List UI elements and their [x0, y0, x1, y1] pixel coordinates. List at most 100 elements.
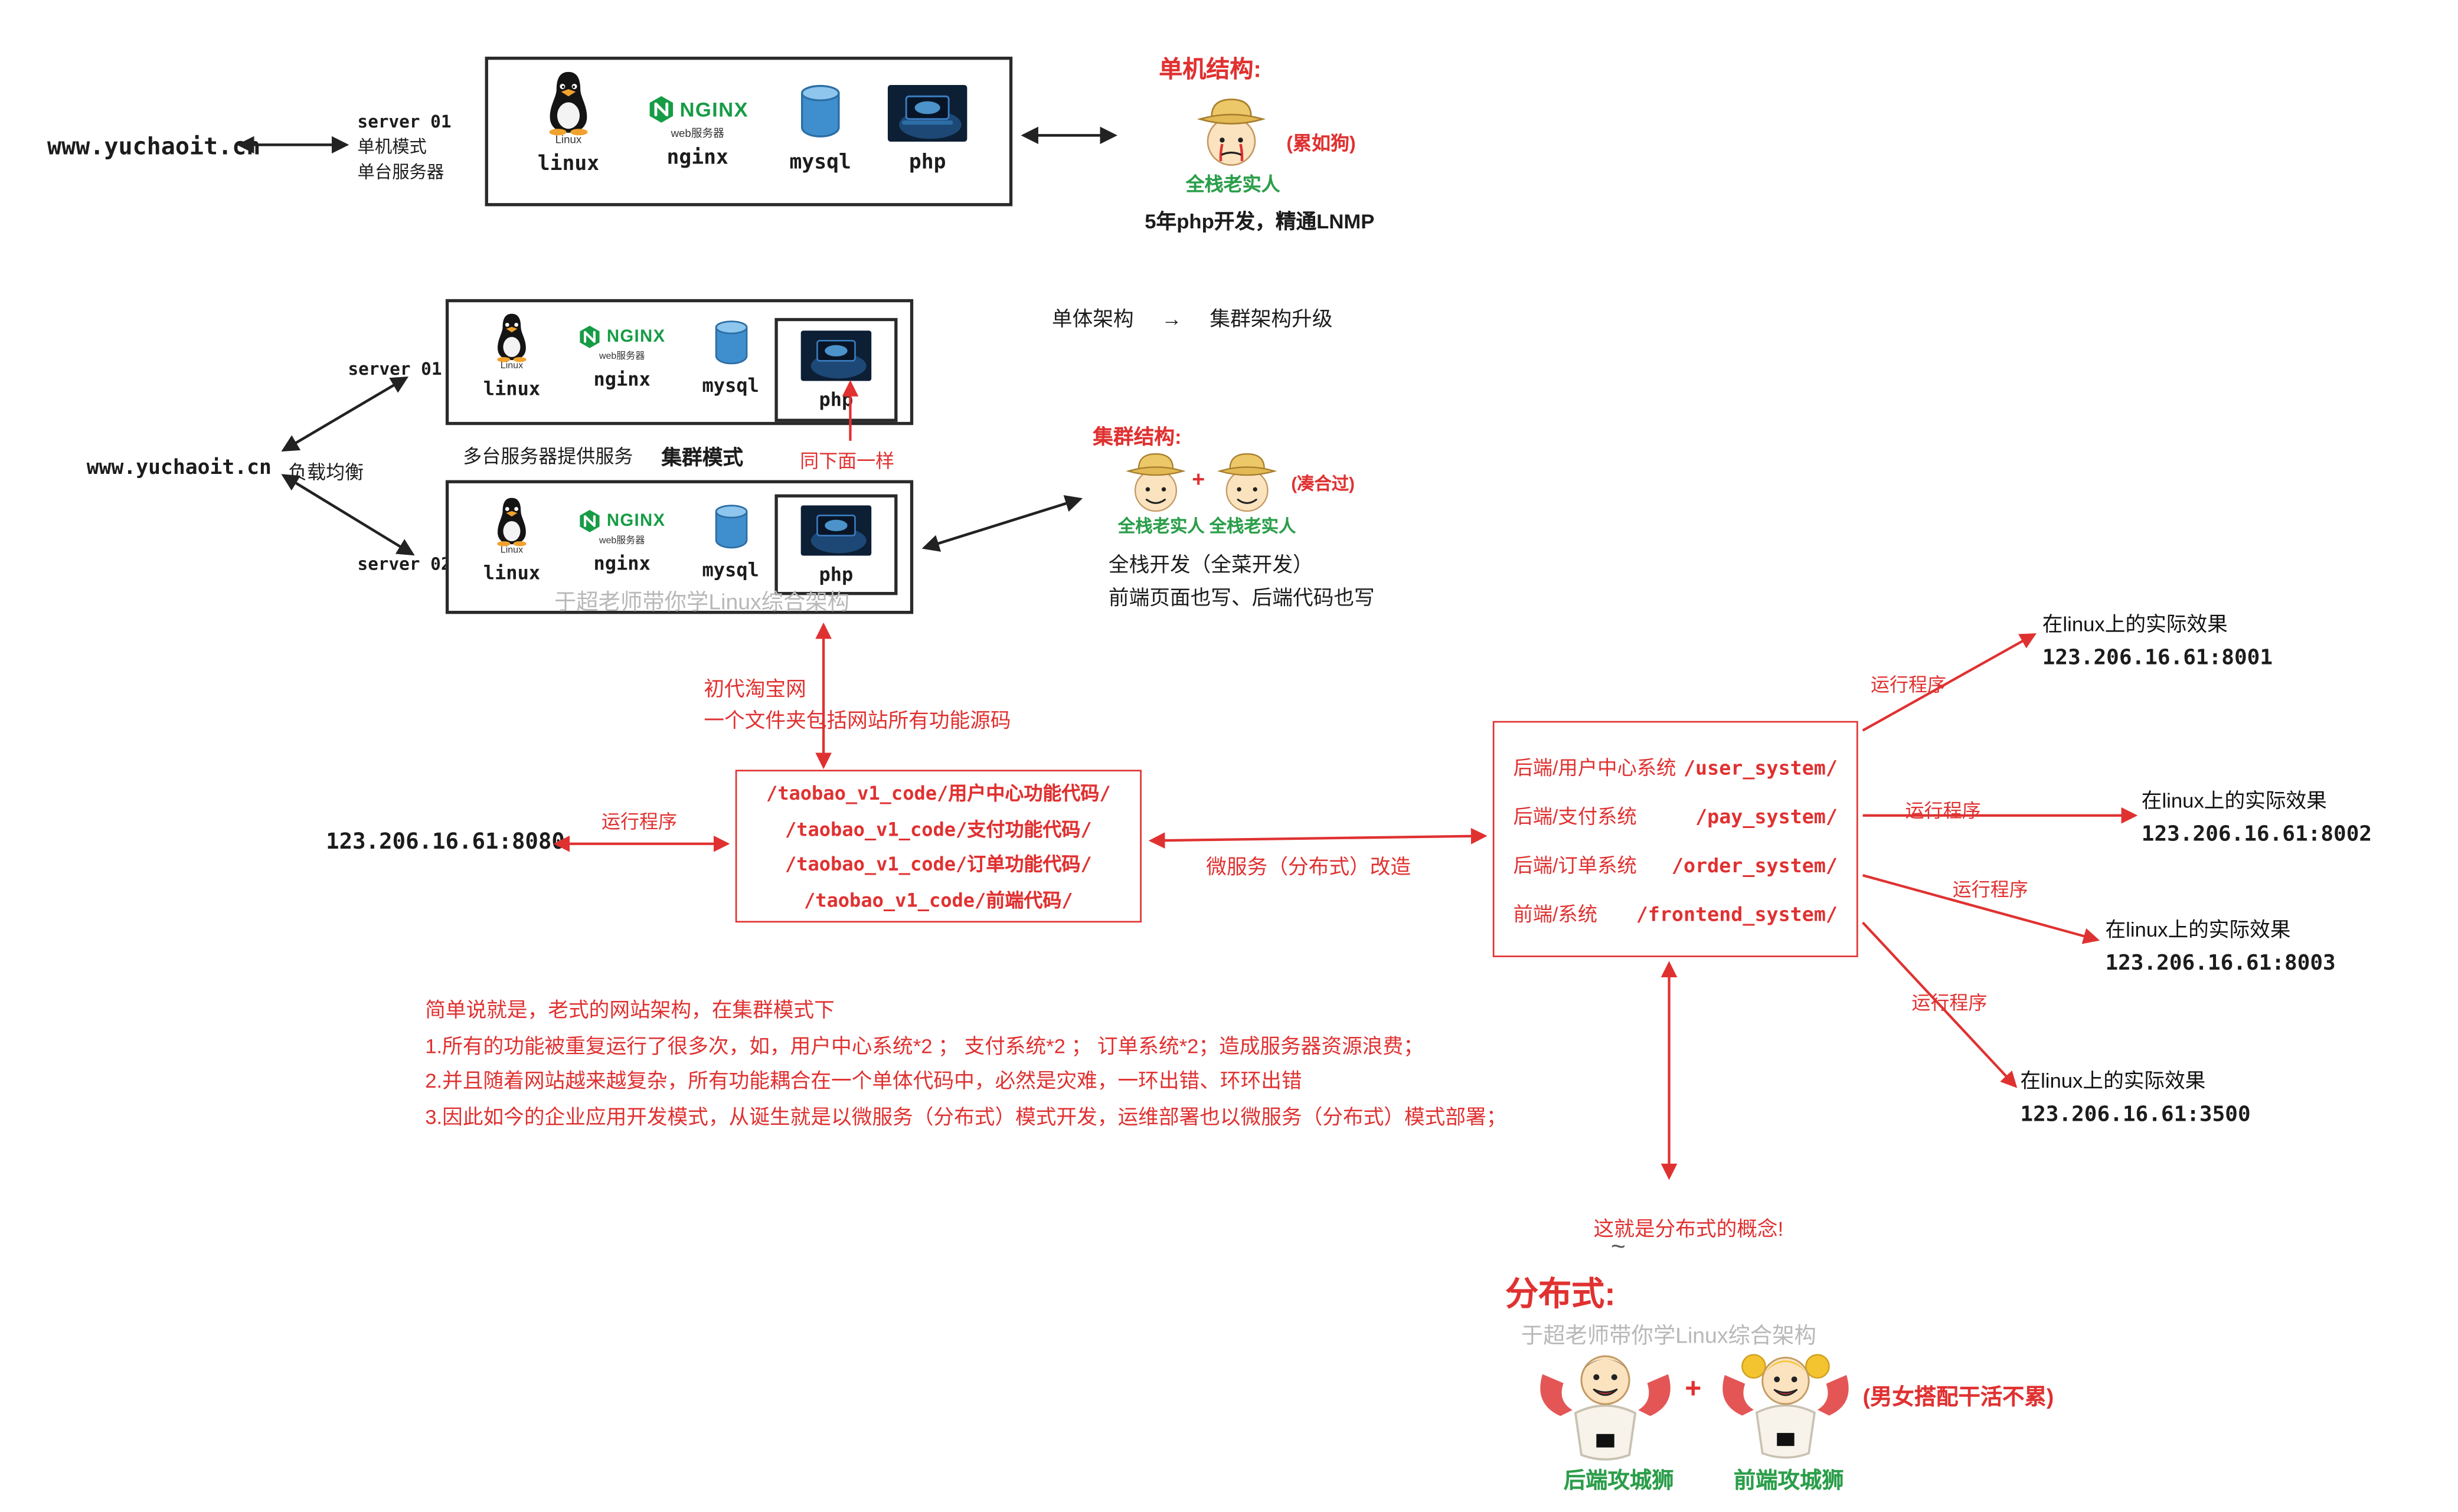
tired-note: (累如狗) — [1286, 132, 1356, 155]
micro-row-pay: 后端/支付系统 /pay_system/ — [1513, 800, 1838, 830]
load-balance-label: 负载均衡 — [288, 461, 364, 483]
cluster-domain: www.yuchaoit.cn — [86, 456, 272, 480]
result-ip: 123.206.16.61:8001 — [2042, 645, 2273, 671]
php-label: php — [819, 562, 854, 585]
summary-line-1: 简单说就是，老式的网站架构，在集群模式下 — [425, 998, 835, 1022]
fullstack-meme-2 — [1212, 447, 1282, 526]
arrow-lb-server2 — [281, 474, 415, 556]
run-label-8002: 运行程序 — [1905, 800, 1981, 822]
squiggle: ~ — [1610, 1234, 1626, 1261]
linux-label: linux — [537, 153, 600, 177]
result-caption: 在linux上的实际效果 — [2020, 1069, 2206, 1093]
result-caption: 在linux上的实际效果 — [2141, 788, 2327, 813]
nginx-logo-text: NGINX — [606, 511, 666, 531]
micro-path: /frontend_system/ — [1636, 902, 1838, 926]
frontend-engineer-meme — [1713, 1338, 1858, 1472]
fullstack-meme-1 — [1121, 447, 1190, 526]
php-sub-box-2: php — [774, 494, 898, 595]
single-count-label: 单台服务器 — [357, 163, 444, 183]
code-line-user: /taobao_v1_code/用户中心功能代码/ — [766, 783, 1111, 806]
result-8002: 在linux上的实际效果 123.206.16.61:8002 — [2142, 784, 2372, 847]
single-server-box: Linux linux NGINX web服务器 nginx mysql — [485, 57, 1013, 207]
micro-row-user: 后端/用户中心系统 /user_system/ — [1513, 751, 1838, 781]
cluster-desc2: 前端页面也写、后端代码也写 — [1108, 585, 1375, 610]
straw-hat-face-icon — [1126, 453, 1186, 512]
micro-name: 后端/用户中心系统 — [1513, 757, 1676, 780]
stack-item-linux: Linux linux — [468, 496, 555, 584]
muscle-meme-frontend-icon — [1722, 1354, 1849, 1459]
refactor-label: 微服务（分布式）改造 — [1206, 855, 1411, 879]
run-label-8001: 运行程序 — [1870, 673, 1947, 696]
single-desc: 5年php开发，精通LNMP — [1145, 209, 1375, 233]
linux-tux-icon — [497, 498, 527, 546]
watermark-middle: 于超老师带你学Linux综合架构 — [554, 588, 850, 614]
result-caption: 在linux上的实际效果 — [2042, 612, 2228, 636]
pairing-note: (男女搭配干活不累) — [1862, 1383, 2054, 1409]
stack-item-mysql: mysql — [778, 82, 863, 175]
micro-path: /user_system/ — [1683, 755, 1838, 780]
run-label-3500: 运行程序 — [1911, 991, 1988, 1014]
code-line-order: /taobao_v1_code/订单功能代码/ — [785, 853, 1092, 876]
summary-line-2: 1.所有的功能被重复运行了很多次，如，用户中心系统*2 ； 支付系统*2 ； 订… — [425, 1033, 1424, 1058]
micro-row-order: 后端/订单系统 /order_system/ — [1513, 849, 1838, 879]
makeshift-note: (凑合过) — [1291, 475, 1355, 495]
cluster-server2-label: server 02 — [357, 554, 452, 575]
php-icon — [887, 85, 967, 142]
php-sub-box-1: php — [774, 318, 898, 422]
mysql-icon — [714, 320, 747, 365]
upgrade-arrow-glyph: → — [1161, 307, 1182, 331]
php-icon — [800, 329, 872, 381]
upgrade-from: 单体架构 — [1051, 307, 1134, 331]
stack-item-linux: Linux linux — [519, 69, 617, 177]
cluster-person1-label: 全栈老实人 — [1117, 518, 1205, 537]
run-label-8003: 运行程序 — [1952, 878, 2028, 901]
cluster-desc1: 全栈开发（全菜开发） — [1108, 552, 1313, 577]
result-3500: 在linux上的实际效果 123.206.16.61:3500 — [2020, 1064, 2250, 1127]
result-ip: 123.206.16.61:3500 — [2020, 1102, 2251, 1127]
php-label: php — [819, 388, 854, 410]
stack-item-linux: Linux linux — [468, 312, 555, 400]
cluster-server1-label: server 01 — [348, 359, 442, 379]
result-ip: 123.206.16.61:8002 — [2141, 822, 2372, 847]
cluster-structure-title: 集群结构: — [1093, 425, 1182, 449]
arrow-lb-server1 — [281, 376, 409, 452]
same-as-below-label: 同下面一样 — [800, 450, 895, 473]
nginx-logo-text: NGINX — [606, 327, 666, 346]
nginx-label: nginx — [593, 552, 651, 575]
mysql-label: mysql — [702, 558, 759, 581]
stack-item-php: php — [875, 85, 979, 175]
single-domain: www.yuchaoit.cn — [47, 132, 261, 161]
nginx-webserver-note: web服务器 — [599, 352, 645, 362]
arrow-cluster-box-meme — [921, 495, 1083, 552]
mysql-label: mysql — [702, 374, 759, 397]
stack-item-nginx: NGINX web服务器 nginx — [566, 509, 679, 575]
watermark-bottom: 于超老师带你学Linux综合架构 — [1521, 1322, 1816, 1348]
straw-hat-face-icon — [1217, 453, 1277, 512]
upgrade-to: 集群架构升级 — [1210, 307, 1333, 331]
nginx-icon — [580, 325, 600, 348]
php-label: php — [908, 151, 946, 175]
muscle-meme-backend-icon — [1540, 1355, 1671, 1461]
cluster-caption-mode: 集群模式 — [661, 445, 744, 469]
stack-item-mysql: mysql — [691, 502, 770, 581]
result-8001: 在linux上的实际效果 123.206.16.61:8001 — [2042, 608, 2273, 671]
arrow-refactor — [1148, 827, 1488, 849]
taobao-intro-line1: 初代淘宝网 — [704, 677, 806, 701]
micro-path: /order_system/ — [1671, 853, 1838, 877]
result-caption: 在linux上的实际效果 — [2105, 918, 2291, 942]
micro-name: 后端/订单系统 — [1513, 855, 1637, 877]
backend-engineer-label: 后端攻城狮 — [1563, 1467, 1674, 1493]
cluster-caption-multi: 多台服务器提供服务 — [463, 445, 633, 468]
stack-item-mysql: mysql — [691, 318, 770, 397]
php-icon — [800, 504, 872, 555]
single-structure-title: 单机结构: — [1159, 57, 1261, 84]
distributed-concept: 这就是分布式的概念! — [1593, 1216, 1784, 1241]
taobao-code-box: /taobao_v1_code/用户中心功能代码/ /taobao_v1_cod… — [735, 770, 1142, 923]
mysql-icon — [714, 505, 747, 549]
mysql-label: mysql — [789, 151, 851, 175]
run-label-8080: 运行程序 — [601, 810, 678, 833]
linux-logo-text: Linux — [500, 362, 524, 372]
linux-logo-text: Linux — [500, 546, 524, 556]
